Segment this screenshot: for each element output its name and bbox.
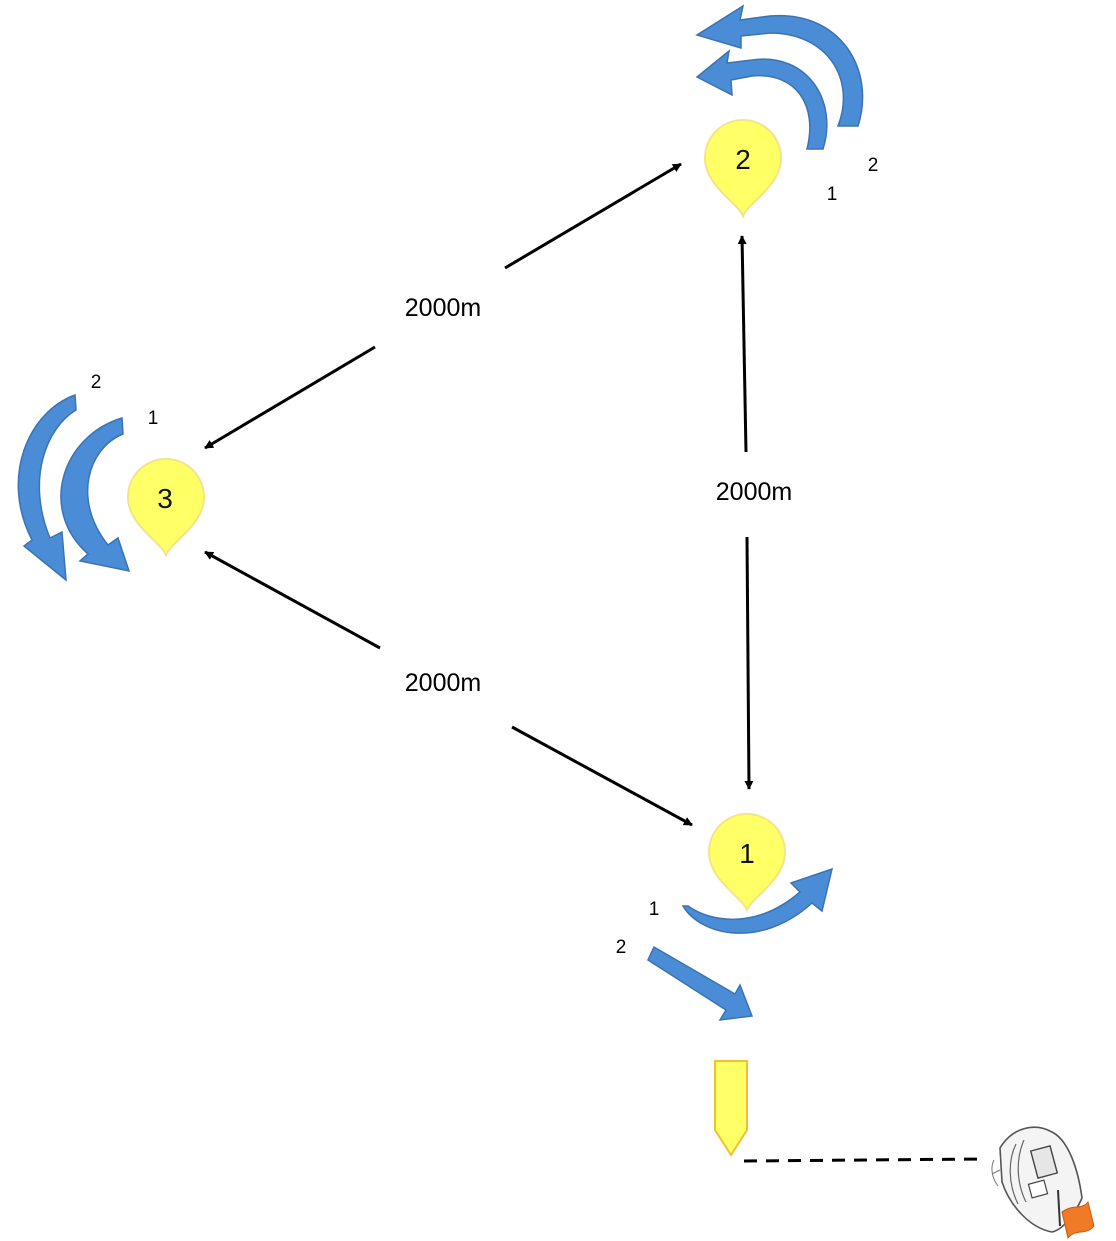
buoy-2-rounding-arrow-2 bbox=[695, 4, 864, 127]
buoy-3-rounding-arrow-1 bbox=[60, 417, 131, 572]
buoy-1-rounding-arrows: 1 2 bbox=[616, 867, 834, 1021]
buoy-3-rounding-label-2: 2 bbox=[91, 372, 102, 393]
buoy-2-marker: 2 bbox=[703, 119, 783, 219]
buoy-3-pin-icon bbox=[126, 458, 206, 558]
buoy-1-rounding-label-1: 1 bbox=[649, 899, 660, 920]
committee-boat-icon bbox=[991, 1126, 1095, 1240]
buoy-3-rounding-arrow-2 bbox=[17, 393, 77, 582]
buoy-1-number: 1 bbox=[739, 838, 755, 869]
yellow-start-pin-icon bbox=[714, 1060, 748, 1157]
buoy-3-number: 3 bbox=[157, 483, 173, 514]
buoy-3-rounding-label-1: 1 bbox=[148, 408, 159, 429]
buoy-1-marker: 1 bbox=[707, 813, 787, 913]
buoy-2-pin-icon bbox=[703, 119, 783, 219]
buoy-1-finish-arrow bbox=[647, 945, 754, 1021]
start-finish-line bbox=[714, 1060, 986, 1163]
leg-2-3-line bbox=[204, 162, 682, 450]
start-line-dashed bbox=[743, 1157, 986, 1163]
leg-3-1-distance-label: 2000m bbox=[405, 669, 481, 697]
buoy-1-pin-icon bbox=[707, 813, 787, 913]
leg-1-2-line bbox=[737, 235, 754, 790]
leg-2-3-distance-label: 2000m bbox=[405, 294, 481, 322]
buoy-3-rounding-arrows: 2 1 bbox=[17, 372, 159, 582]
buoy-2-rounding-arrow-1 bbox=[695, 49, 828, 150]
buoy-2-rounding-label-2: 2 bbox=[868, 155, 879, 176]
buoy-1-rounding-arrow-1 bbox=[681, 867, 834, 934]
buoy-2-rounding-label-1: 1 bbox=[827, 184, 838, 205]
leg-3-1-line bbox=[204, 550, 693, 827]
buoy-1-rounding-label-2: 2 bbox=[616, 937, 627, 958]
orange-flag-icon bbox=[1061, 1200, 1095, 1240]
buoy-3-marker: 3 bbox=[126, 458, 206, 558]
buoy-2-rounding-arrows: 2 1 bbox=[695, 4, 879, 205]
leg-1-2-distance-label: 2000m bbox=[716, 478, 792, 506]
buoy-2-number: 2 bbox=[735, 144, 751, 175]
